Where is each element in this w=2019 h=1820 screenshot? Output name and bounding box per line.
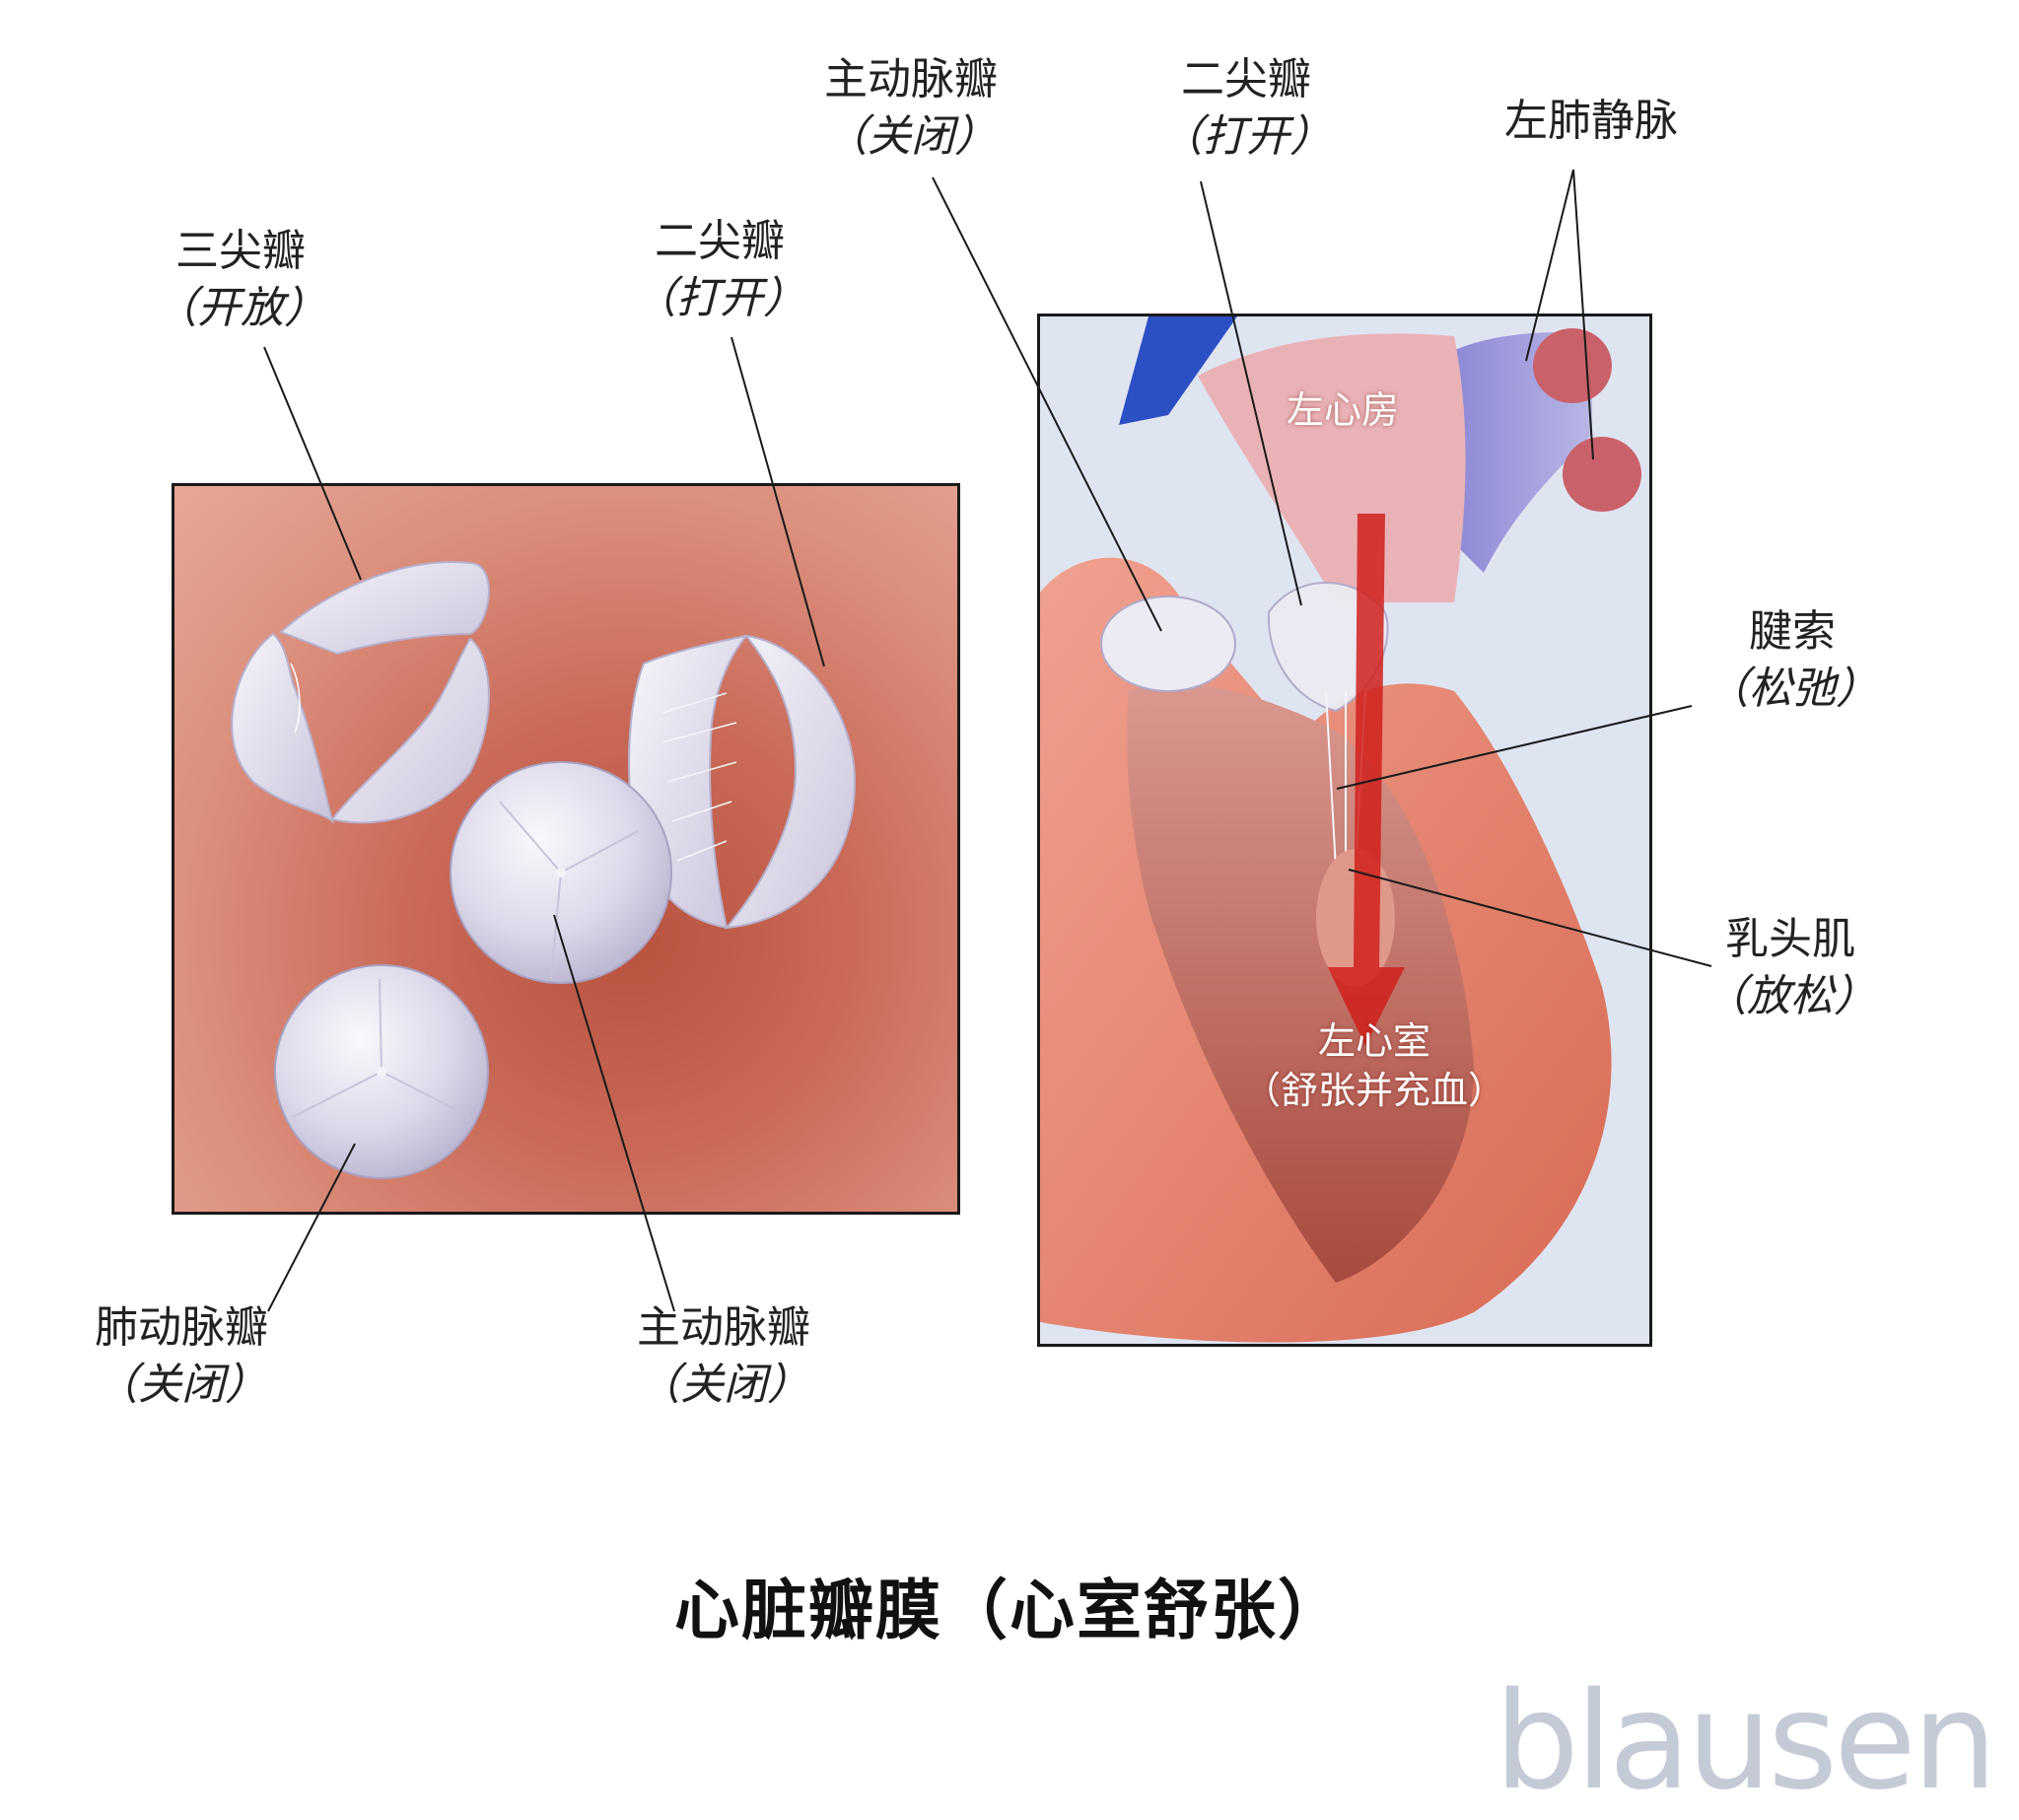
papillary-muscle-label: 乳头肌 （放松） bbox=[1704, 911, 1877, 1025]
mitral-valve-state-left: （打开） bbox=[633, 273, 806, 323]
pulmonary-vein-name: 左肺静脉 bbox=[1504, 96, 1678, 146]
mitral-valve-label-left: 二尖瓣 （打开） bbox=[633, 213, 806, 327]
aortic-valve-label-right: 主动脉瓣 （关闭） bbox=[824, 51, 998, 166]
tricuspid-valve-name: 三尖瓣 bbox=[175, 226, 306, 276]
mitral-valve-name-right: 二尖瓣 bbox=[1181, 54, 1311, 105]
tricuspid-valve-label: 三尖瓣 （开放） bbox=[154, 223, 327, 337]
pulmonary-valve-state: （关闭） bbox=[95, 1360, 268, 1410]
aortic-valve-name-left: 主动脉瓣 bbox=[637, 1302, 810, 1353]
mitral-valve-state-right: （打开） bbox=[1159, 111, 1333, 162]
left-ventricle-state: （舒张并充血） bbox=[1243, 1069, 1506, 1112]
pulmonary-valve-name: 肺动脉瓣 bbox=[95, 1302, 268, 1353]
pulmonary-valve-label: 肺动脉瓣 （关闭） bbox=[95, 1299, 268, 1414]
blausen-logo: blausen bbox=[1494, 1664, 1997, 1820]
valves-top-view-illustration bbox=[231, 561, 857, 1179]
tricuspid-valve bbox=[231, 561, 490, 825]
mitral-valve-name-left: 二尖瓣 bbox=[655, 216, 785, 266]
papillary-muscle-name: 乳头肌 bbox=[1725, 914, 1855, 964]
mitral-valve-label-right: 二尖瓣 （打开） bbox=[1159, 51, 1333, 166]
pulmonary-vein-label: 左肺静脉 bbox=[1504, 93, 1678, 150]
heart-cross-section-panel: 左心房 左心室 （舒张并充血） bbox=[1037, 314, 1652, 1347]
chordae-name: 腱索 bbox=[1749, 606, 1836, 657]
pulmonary-valve bbox=[274, 964, 489, 1179]
papillary-muscle-state: （放松） bbox=[1704, 971, 1877, 1021]
aortic-valve-state-right: （关闭） bbox=[824, 111, 998, 162]
left-ventricle-name: 左心室 bbox=[1318, 1019, 1431, 1063]
aortic-valve bbox=[450, 761, 672, 984]
aortic-valve-name-right: 主动脉瓣 bbox=[824, 54, 998, 105]
heart-cross-section-illustration bbox=[1040, 316, 1641, 1343]
aortic-valve-state-left: （关闭） bbox=[637, 1360, 810, 1410]
tricuspid-valve-state: （开放） bbox=[154, 283, 327, 333]
diagram-title: 心脏瓣膜（心室舒张） bbox=[674, 1573, 1345, 1648]
chordae-label: 腱索 （松弛） bbox=[1706, 603, 1879, 718]
left-ventricle-label: 左心室 （舒张并充血） bbox=[1243, 1016, 1505, 1115]
left-atrium-label: 左心房 bbox=[1287, 388, 1400, 432]
valves-top-view-panel bbox=[172, 483, 960, 1215]
chordae-state: （松弛） bbox=[1706, 664, 1879, 714]
aortic-valve-label-left: 主动脉瓣 （关闭） bbox=[637, 1299, 810, 1414]
